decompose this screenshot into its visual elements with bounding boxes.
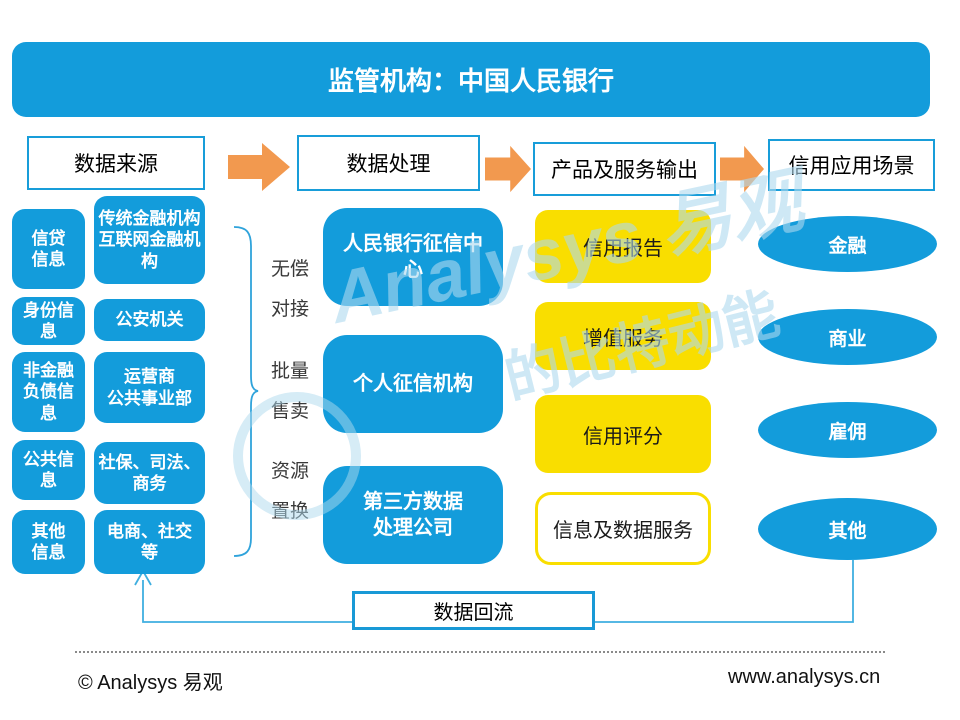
scenario-finance: 金融 <box>758 216 937 272</box>
flow-arrow-icon <box>720 145 764 193</box>
source-type-identity-info: 身份信 息 <box>12 297 85 345</box>
feedback-line-left <box>142 580 352 623</box>
transfer-mode-bulk-sale: 批量 售卖 <box>270 361 309 422</box>
source-provider-operators-utilities: 运营商 公共事业部 <box>94 352 205 423</box>
processor-personal-credit-agency: 个人征信机构 <box>323 335 503 433</box>
output-value-added-services: 增值服务 <box>535 302 711 370</box>
header-products-services: 产品及服务输出 <box>533 142 716 196</box>
sources-brace <box>233 226 259 557</box>
transfer-mode-resource-exchange: 资源 置换 <box>270 461 309 522</box>
output-info-data-services: 信息及数据服务 <box>535 492 711 565</box>
footer-website: www.analysys.cn <box>728 666 881 688</box>
flow-arrow-icon <box>228 143 290 191</box>
processor-third-party-data-company: 第三方数据 处理公司 <box>323 466 503 564</box>
header-data-processing: 数据处理 <box>297 135 480 191</box>
source-provider-social-security-judicial-commerce: 社保、司法、 商务 <box>94 442 205 504</box>
source-type-nonfinancial-debt-info: 非金融 负债信 息 <box>12 352 85 432</box>
scenario-commerce: 商业 <box>758 309 937 365</box>
title-banner: 监管机构：中国人民银行 <box>12 42 930 117</box>
source-provider-financial-institutions: 传统金融机构 互联网金融机 构 <box>94 196 205 284</box>
data-feedback-box: 数据回流 <box>352 591 595 630</box>
source-provider-ecommerce-social: 电商、社交 等 <box>94 510 205 574</box>
scenario-other: 其他 <box>758 498 937 560</box>
output-credit-score: 信用评分 <box>535 395 711 473</box>
footer-copyright: © Analysys 易观 <box>78 672 223 694</box>
source-type-public-info: 公共信 息 <box>12 440 85 500</box>
scenario-employment: 雇佣 <box>758 402 937 458</box>
flow-arrow-icon <box>485 145 531 193</box>
source-type-other-info: 其他 信息 <box>12 510 85 574</box>
source-provider-public-security: 公安机关 <box>94 299 205 341</box>
header-credit-scenarios: 信用应用场景 <box>768 139 935 191</box>
feedback-line-right <box>595 560 854 623</box>
transfer-mode-free-connection: 无偿 对接 <box>270 259 309 320</box>
source-type-credit-info: 信贷 信息 <box>12 209 85 289</box>
footer-divider <box>75 651 885 653</box>
output-credit-report: 信用报告 <box>535 210 711 283</box>
header-data-source: 数据来源 <box>27 136 205 190</box>
processor-pboc-credit-center: 人民银行征信中 心 <box>323 208 503 306</box>
